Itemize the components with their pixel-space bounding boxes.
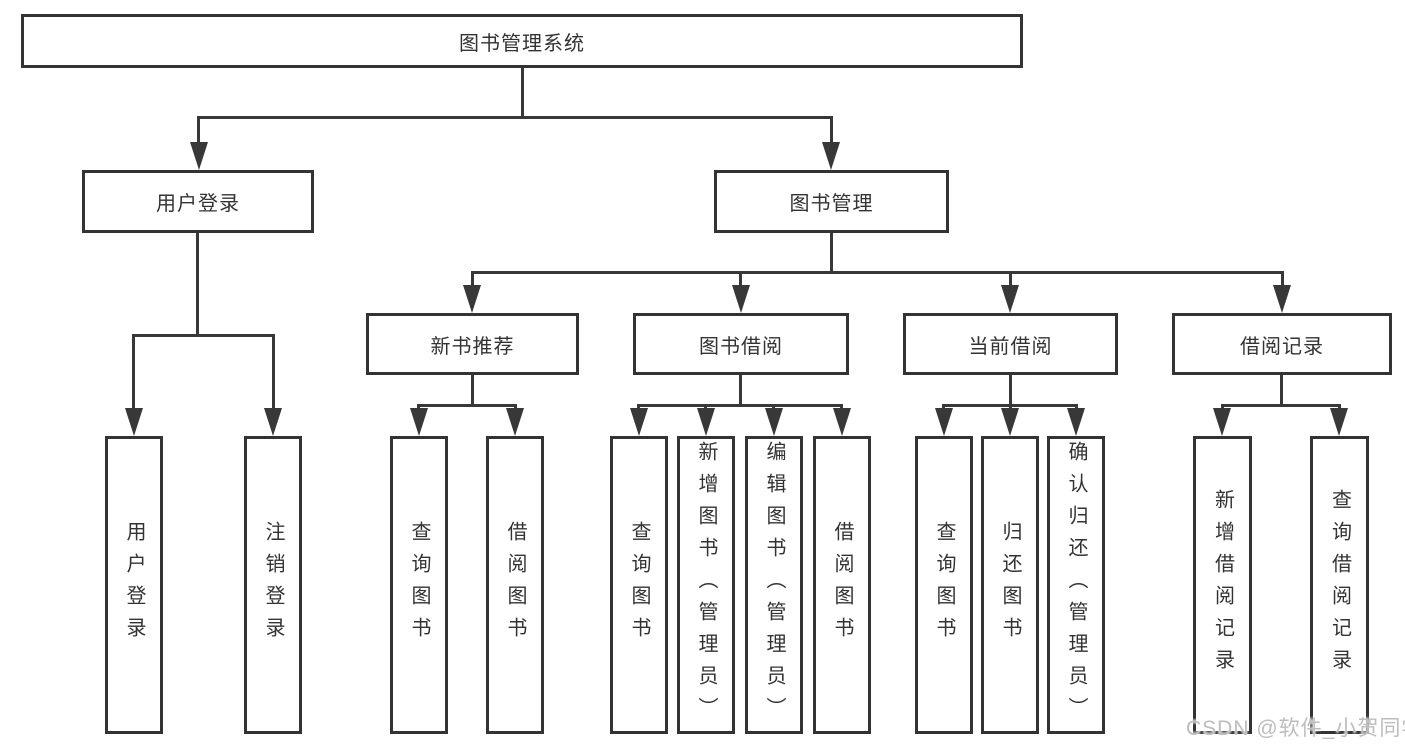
node-book-borrow-label: 图书借阅 (699, 335, 783, 358)
arrowhead-mgmt (822, 142, 840, 170)
arrowhead-current-return (1001, 408, 1019, 436)
node-leaf-edit-books-admin-label: 编辑图书（管理员） (763, 441, 785, 729)
node-leaf-add-books-admin: 新增图书（管理员） (677, 436, 735, 734)
connector-current-stem (1009, 375, 1012, 406)
node-leaf-current-query-books-label: 查询图书 (933, 521, 955, 649)
node-leaf-return-books: 归还图书 (981, 436, 1039, 734)
node-leaf-return-books-label: 归还图书 (999, 521, 1021, 649)
node-book-mgmt-label: 图书管理 (789, 193, 874, 215)
node-leaf-add-borrow-record-label: 新增借阅记录 (1211, 489, 1234, 681)
node-current-borrow-label: 当前借阅 (968, 335, 1053, 358)
node-borrow-records-label: 借阅记录 (1240, 335, 1324, 358)
node-leaf-borrow-query-books-label: 查询图书 (628, 521, 650, 649)
arrowhead-borrow-lend (833, 408, 851, 436)
arrowhead-login (190, 142, 208, 170)
node-leaf-user-login-label: 用户登录 (123, 521, 145, 649)
node-leaf-add-books-admin-label: 新增图书（管理员） (695, 441, 717, 729)
connector-mgmt-bar (471, 271, 1284, 274)
arrowhead-borrow-edit (765, 408, 783, 436)
csdn-watermark: CSDN @软件_小贺同学 (1186, 717, 1405, 740)
connector-root-stem (521, 68, 524, 118)
node-current-borrow: 当前借阅 (903, 313, 1118, 375)
connector-mgmt-drop (830, 116, 833, 148)
connector-borrow-drop (739, 271, 742, 291)
arrowhead-rec-query (410, 408, 428, 436)
node-leaf-rec-query-books-label: 查询图书 (408, 521, 430, 649)
node-root: 图书管理系统 (21, 14, 1023, 68)
arrowhead-records (1273, 285, 1291, 313)
arrowhead-records-add (1213, 408, 1231, 436)
connector-rec-drop (471, 271, 474, 291)
connector-login-user-drop (132, 334, 135, 412)
node-leaf-logout: 注销登录 (244, 436, 302, 734)
node-leaf-logout-label: 注销登录 (262, 521, 284, 649)
connector-mgmt-stem (830, 233, 833, 274)
node-book-borrow: 图书借阅 (633, 313, 849, 375)
connector-rec-bar (417, 404, 517, 407)
arrowhead-current-query (935, 408, 953, 436)
node-leaf-borrow-query-books: 查询图书 (610, 436, 668, 734)
connector-current-drop (1009, 271, 1012, 291)
node-leaf-user-login: 用户登录 (105, 436, 163, 734)
connector-records-drop (1281, 271, 1284, 291)
connector-login-logout-drop (272, 334, 275, 412)
node-new-book-rec: 新书推荐 (366, 313, 579, 375)
node-leaf-lend-books: 借阅图书 (813, 436, 871, 734)
node-root-label: 图书管理系统 (459, 32, 585, 55)
node-leaf-edit-books-admin: 编辑图书（管理员） (745, 436, 803, 734)
arrowhead-borrow-add (697, 408, 715, 436)
node-user-login-label: 用户登录 (156, 193, 240, 215)
node-leaf-query-borrow-record-label: 查询借阅记录 (1328, 489, 1351, 681)
connector-records-bar (1221, 404, 1340, 407)
node-book-mgmt: 图书管理 (714, 170, 949, 233)
connector-records-stem (1280, 375, 1283, 406)
node-leaf-confirm-return-admin-label: 确认归还（管理员） (1065, 441, 1087, 729)
arrowhead-borrow-query (630, 408, 648, 436)
connector-rec-stem (471, 375, 474, 406)
node-leaf-rec-borrow-books-label: 借阅图书 (504, 521, 526, 649)
arrowhead-current-confirm (1067, 408, 1085, 436)
arrowhead-login-logout (264, 408, 282, 436)
connector-borrow-bar (637, 404, 843, 407)
arrowhead-rec-borrow (506, 408, 524, 436)
connector-login-bar (132, 334, 275, 337)
node-leaf-current-query-books: 查询图书 (915, 436, 973, 734)
node-leaf-confirm-return-admin: 确认归还（管理员） (1047, 436, 1105, 734)
node-borrow-records: 借阅记录 (1172, 313, 1392, 375)
node-leaf-rec-query-books: 查询图书 (390, 436, 448, 734)
arrowhead-login-user (125, 408, 143, 436)
arrowhead-rec (463, 285, 481, 313)
node-leaf-query-borrow-record: 查询借阅记录 (1310, 436, 1369, 734)
node-leaf-lend-books-label: 借阅图书 (831, 521, 853, 649)
arrowhead-records-query (1330, 408, 1348, 436)
node-user-login: 用户登录 (82, 170, 314, 233)
node-leaf-rec-borrow-books: 借阅图书 (486, 436, 544, 734)
connector-login-drop (197, 116, 200, 148)
connector-login-stem (196, 233, 199, 336)
connector-borrow-stem (739, 375, 742, 406)
node-new-book-rec-label: 新书推荐 (430, 335, 515, 358)
node-leaf-add-borrow-record: 新增借阅记录 (1193, 436, 1252, 734)
arrowhead-current (1001, 285, 1019, 313)
connector-root-bar (198, 116, 833, 119)
arrowhead-borrow (732, 285, 750, 313)
